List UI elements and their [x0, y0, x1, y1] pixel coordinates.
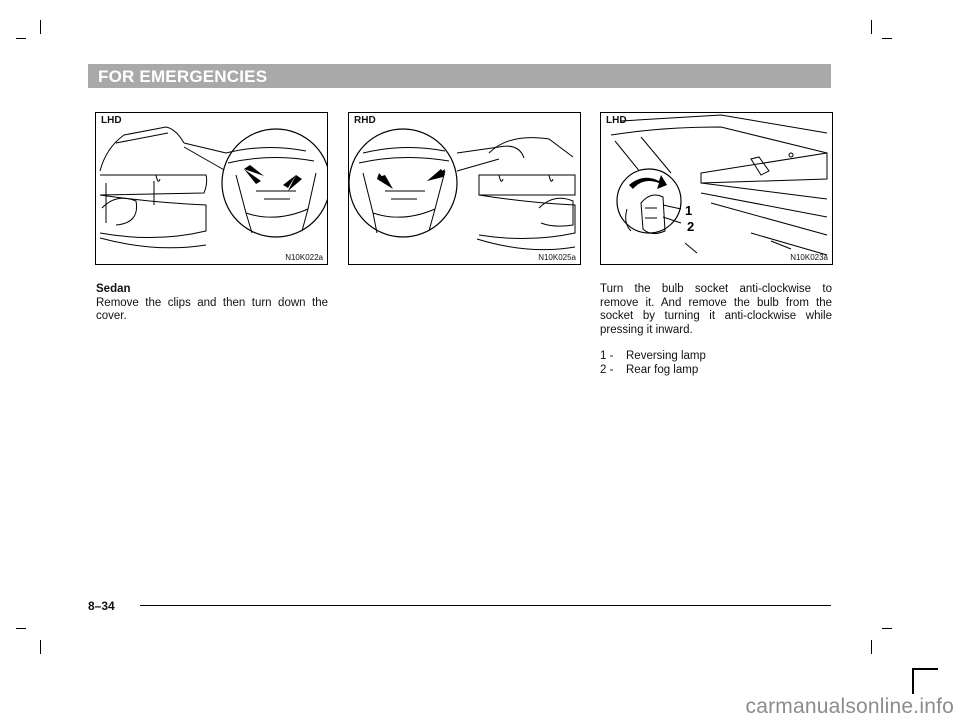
crop-mark [40, 20, 41, 34]
watermark[interactable]: carmanualsonline.info [745, 695, 954, 718]
figure-code: N10K023a [790, 253, 828, 262]
trunk-open-illustration [349, 128, 576, 251]
crop-mark [912, 668, 914, 694]
list-number: 1 - [600, 350, 614, 362]
list-number: 2 - [600, 363, 614, 376]
crop-mark [16, 38, 26, 39]
crop-mark [871, 20, 872, 34]
figure-trunk-lhd: LHD N10K022a [95, 112, 328, 265]
crop-mark [882, 38, 892, 39]
sedan-instructions: Sedan Remove the clips and then turn dow… [96, 283, 328, 324]
instruction-text: Remove the clips and then turn down the … [96, 296, 328, 323]
instruction-text: Turn the bulb socket anti-clockwise to r… [600, 283, 832, 336]
figure-bulb-socket: 1 2 LHD N10K023a [600, 112, 833, 265]
figure-label: LHD [101, 115, 122, 126]
section-header: FOR EMERGENCIES [88, 64, 831, 88]
figure-label: RHD [354, 115, 376, 126]
bulb-instructions: Turn the bulb socket anti-clockwise to r… [600, 283, 832, 377]
section-title: FOR EMERGENCIES [98, 67, 268, 86]
figure-trunk-rhd: RHD N10K025a [348, 112, 581, 265]
section-heading: Sedan [96, 283, 131, 295]
trunk-open-illustration [99, 126, 327, 249]
list-item: 1 - Reversing lamp [600, 350, 832, 364]
figure-code: N10K022a [285, 253, 323, 262]
rear-lamp-illustration: 1 2 [610, 114, 828, 256]
crop-mark [16, 628, 26, 629]
figure-label: LHD [606, 115, 627, 126]
callout-2: 2 [687, 219, 694, 234]
list-item: 2 - Rear fog lamp [600, 364, 832, 378]
figure-code: N10K025a [538, 253, 576, 262]
page-number: 8–34 [88, 599, 115, 613]
crop-mark [912, 668, 938, 670]
footer-divider [140, 605, 831, 606]
crop-mark [40, 640, 41, 654]
list-text: Rear fog lamp [626, 363, 699, 376]
callout-1: 1 [685, 203, 692, 218]
list-text: Reversing lamp [626, 350, 706, 362]
crop-mark [871, 640, 872, 654]
crop-mark [882, 628, 892, 629]
